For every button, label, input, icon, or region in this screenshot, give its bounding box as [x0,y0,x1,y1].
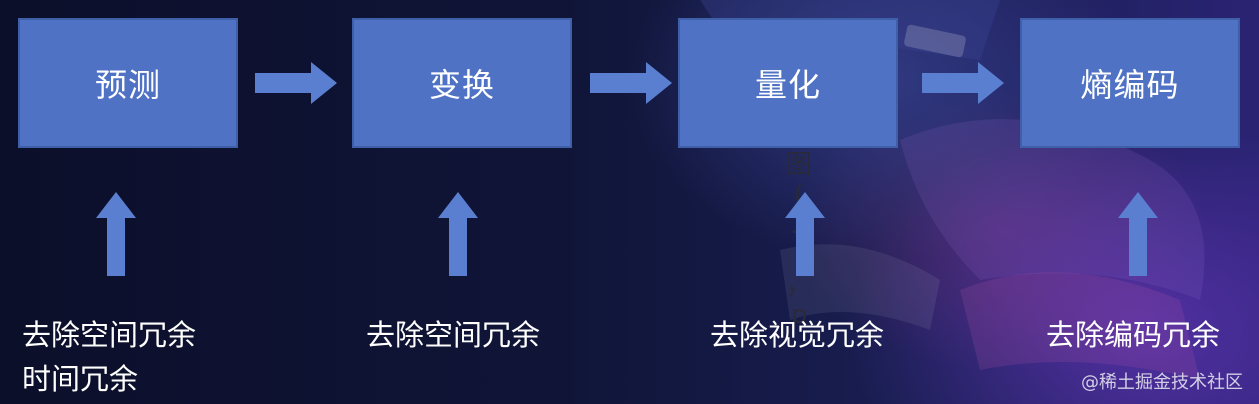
flow-arrow-right [590,62,672,104]
up-arrow [96,192,136,276]
caption-transform: 去除空间冗余 [366,313,540,357]
step-box-quantization: 量化 [678,18,898,148]
up-arrow [785,192,825,276]
up-arrow [1118,192,1158,276]
step-box-transform: 变换 [352,18,572,148]
caption-quantization: 去除视觉冗余 [710,313,884,357]
caption-line: 时间冗余 [22,362,139,396]
caption-line: 去除空间冗余 [366,318,541,352]
step-box-entropy-coding: 熵编码 [1020,18,1240,148]
up-arrow [438,192,478,276]
step-box-prediction: 预测 [18,18,238,148]
caption-line: 去除视觉冗余 [710,318,885,352]
caption-prediction: 去除空间冗余 时间冗余 [22,313,196,401]
watermark-text: @稀土掘金技术社区 [1081,372,1243,393]
step-label: 预测 [94,66,161,104]
caption-line: 去除编码冗余 [1046,318,1221,352]
flow-arrow-right [255,62,337,104]
caption-entropy-coding: 去除编码冗余 [1046,313,1220,357]
flow-arrow-right [922,62,1004,104]
step-label: 量化 [754,66,821,104]
step-label: 变换 [428,66,495,104]
caption-line: 去除空间冗余 [22,318,197,352]
step-label: 熵编码 [1080,66,1180,104]
